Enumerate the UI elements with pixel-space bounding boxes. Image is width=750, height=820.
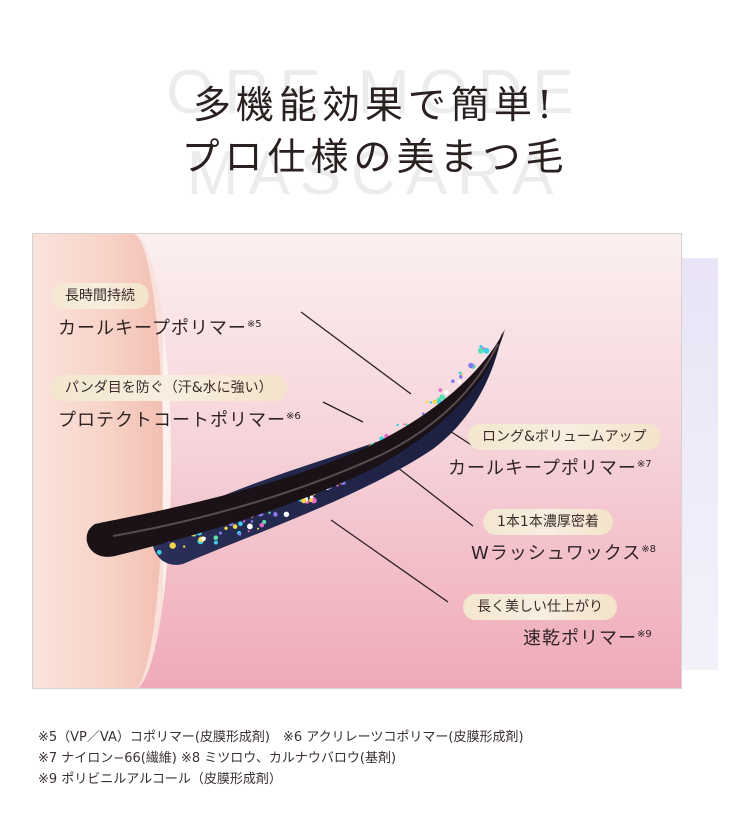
sparkle-fleck [403,423,406,426]
sparkle-fleck [247,530,250,533]
sparkle-fleck [250,520,254,523]
sparkle-fleck [432,399,438,404]
sparkle-fleck [429,401,433,404]
sparkle-fleck [457,380,462,384]
sparkle-fleck [485,349,489,353]
ingredient-mark-1: ※5 [246,319,262,330]
headline-line-2: プロ仕様の美まつ毛 [181,135,569,179]
sparkle-fleck [238,532,242,536]
feature-tag-1: 長時間持続 [51,283,149,309]
sparkle-fleck [238,521,243,527]
sparkle-fleck [379,437,382,440]
sparkle-fleck [262,520,267,524]
sparkle-fleck [444,390,449,395]
feature-tag-4: 1本1本濃厚密着 [483,509,613,535]
ingredient-name-2: プロテクトコートポリマー [58,410,286,431]
background-word-mascara: MASCARA [186,139,564,208]
ingredient-mark-4: ※8 [641,544,657,555]
sparkle-fleck [183,545,186,548]
footnotes: ※5（VP／VA）コポリマー(皮膜形成剤) ※6 アクリレーツコポリマー(皮膜形… [38,727,728,790]
sparkle-fleck [156,549,162,555]
footnote-line-1: ※5（VP／VA）コポリマー(皮膜形成剤) ※6 アクリレーツコポリマー(皮膜形… [38,730,524,745]
eyelash-strand [86,329,505,557]
sparkle-fleck [438,388,443,392]
sparkle-fleck [396,423,399,427]
sparkle-fleck [451,379,455,383]
feature-ingredient-1: カールキープポリマー※5 [58,314,262,340]
ingredient-mark-5: ※9 [637,629,652,640]
sparkle-fleck [257,527,260,530]
sparkle-fleck [232,524,238,529]
sparkle-fleck [458,371,462,375]
eyelash-highlight [112,343,499,537]
sparkle-fleck [421,412,425,416]
sparkle-fleck [213,535,219,540]
sparkle-fleck [247,523,253,530]
footnote-line-2: ※7 ナイロン−66(繊維) ※8 ミツロウ、カルナウバロウ(基剤) [38,751,397,766]
feature-ingredient-2: プロテクトコートポリマー※6 [58,406,301,432]
feature-tag-2: パンダ目を防ぐ（汗&水に強い） [51,375,287,401]
sparkle-fleck [259,522,265,528]
footnote-line-3: ※9 ポリビニルアルコール（皮膜形成剤） [38,772,282,787]
feature-ingredient-5: 速乾ポリマー※9 [523,624,652,650]
sparkle-fleck [477,347,484,354]
sparkle-fleck [219,531,222,535]
sparkle-fleck [201,536,206,542]
feature-tag-3: ロング&ボリュームアップ [468,424,661,450]
feature-tag-5: 長く美しい仕上がり [463,594,617,620]
leader-line-5 [330,519,449,603]
sparkle-fleck [425,400,429,404]
sparkle-fleck [169,542,176,549]
leader-line-1 [300,311,412,395]
ingredient-name-3: カールキープポリマー [448,458,637,479]
accent-strip [676,258,718,670]
sparkle-fleck [268,511,271,514]
sparkle-fleck [213,540,218,545]
sparkle-fleck [459,375,463,379]
ingredient-mark-2: ※6 [286,411,301,422]
leader-lines [300,311,474,603]
feature-ingredient-4: Wラッシュワックス※8 [471,539,656,565]
leader-line-2 [322,401,364,423]
background-word-ore-mode: ORE MODE [166,58,584,127]
eyelid-skin [33,234,171,688]
lash-illustration-panel: 長時間持続 カールキープポリマー※5 パンダ目を防ぐ（汗&水に強い） プロテクト… [32,233,682,689]
sparkle-fleck [468,362,474,369]
sparkle-fleck [441,396,446,401]
ingredient-name-5: 速乾ポリマー [523,628,637,649]
sparkle-fleck [309,495,314,499]
sparkle-fleck [309,498,313,503]
sparkle-fleck [479,345,483,349]
leader-line-4 [392,463,474,527]
sparkle-fleck [243,520,246,523]
ingredient-mark-3: ※7 [636,459,652,470]
eyelash-illustration [86,311,505,603]
ingredient-name-1: カールキープポリマー [58,318,247,339]
sparkle-fleck [301,497,307,504]
ingredient-name-4: Wラッシュワックス [471,543,642,564]
sparkle-fleck [273,512,278,517]
sparkle-fleck [224,526,228,530]
headline-line-1: 多機能効果で簡単! [192,83,558,127]
feature-ingredient-3: カールキープポリマー※7 [448,454,652,480]
sparkle-fleck [283,511,290,517]
